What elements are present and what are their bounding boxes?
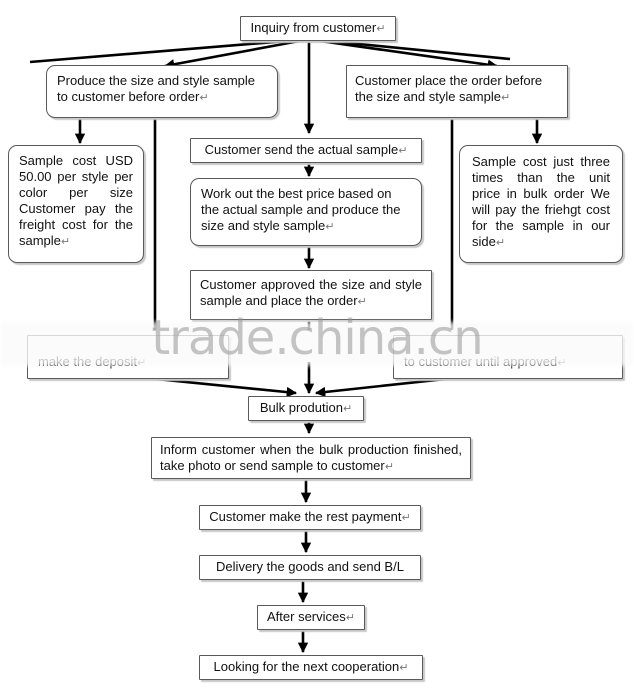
arrow-inquiry-to-right-edge [318, 38, 511, 61]
arrow-left-to-bulk [145, 376, 298, 398]
node-customer-order-text: Customer place the order before the size… [355, 73, 543, 104]
node-approved-text: Customer approved the size and style sam… [200, 277, 422, 308]
node-next-cooperation: Looking for the next cooperation↵ [199, 655, 423, 680]
node-sample-cost-left: Sample cost USD 50.00 per style per colo… [8, 145, 144, 263]
node-after-services-text: After services [267, 609, 346, 624]
node-inquiry: Inquiry from customer↵ [240, 16, 396, 41]
return-mark-icon: ↵ [345, 612, 355, 624]
node-produce-sample-text: Produce the size and style sample to cus… [57, 73, 255, 104]
node-next-cooperation-text: Looking for the next cooperation [213, 659, 400, 674]
blur-band [0, 322, 634, 366]
node-delivery-text: Delivery the goods and send B/L [216, 559, 404, 574]
return-mark-icon: ↵ [342, 403, 353, 415]
arrow-right-to-bulk [314, 376, 456, 398]
node-produce-sample: Produce the size and style sample to cus… [46, 65, 278, 118]
node-send-actual-sample: Customer send the actual sample↵ [190, 138, 422, 163]
return-mark-icon: ↵ [401, 512, 411, 524]
node-sample-cost-right-text: Sample cost just three times than the un… [472, 154, 610, 249]
node-customer-order: Customer place the order before the size… [346, 65, 568, 118]
return-mark-icon: ↵ [398, 145, 408, 157]
node-sample-cost-right: Sample cost just three times than the un… [459, 145, 623, 263]
return-mark-icon: ↵ [495, 237, 506, 249]
return-mark-icon: ↵ [357, 296, 367, 308]
return-mark-icon: ↵ [60, 236, 71, 248]
node-send-actual-sample-text: Customer send the actual sample [204, 142, 399, 157]
node-after-services: After services↵ [257, 605, 365, 630]
return-mark-icon: ↵ [399, 662, 409, 674]
node-sample-cost-left-text: Sample cost USD 50.00 per style per colo… [19, 153, 133, 248]
node-inquiry-text: Inquiry from customer [250, 20, 377, 35]
node-approved: Customer approved the size and style sam… [190, 270, 432, 320]
arrow-inquiry-to-produce [163, 38, 306, 70]
node-inform-text: Inform customer when the bulk production… [160, 442, 462, 473]
node-inform: Inform customer when the bulk production… [151, 437, 471, 479]
return-mark-icon: ↵ [500, 92, 511, 104]
node-rest-payment: Customer make the rest payment↵ [199, 505, 421, 530]
node-rest-payment-text: Customer make the rest payment [209, 509, 402, 524]
return-mark-icon: ↵ [376, 23, 386, 35]
arrow-inquiry-to-left-edge [29, 38, 300, 64]
return-mark-icon: ↵ [325, 221, 335, 233]
node-delivery: Delivery the goods and send B/L [199, 555, 421, 580]
node-work-out-price-text: Work out the best price based on the act… [201, 186, 401, 233]
node-bulk-production: Bulk prodution↵ [248, 396, 364, 421]
node-bulk-production-text: Bulk prodution [259, 400, 343, 415]
watermark-text: trade.china.cn [151, 310, 483, 366]
node-work-out-price: Work out the best price based on the act… [190, 178, 422, 246]
return-mark-icon: ↵ [199, 92, 209, 104]
return-mark-icon: ↵ [384, 461, 394, 473]
arrow-inquiry-to-place [312, 38, 499, 70]
